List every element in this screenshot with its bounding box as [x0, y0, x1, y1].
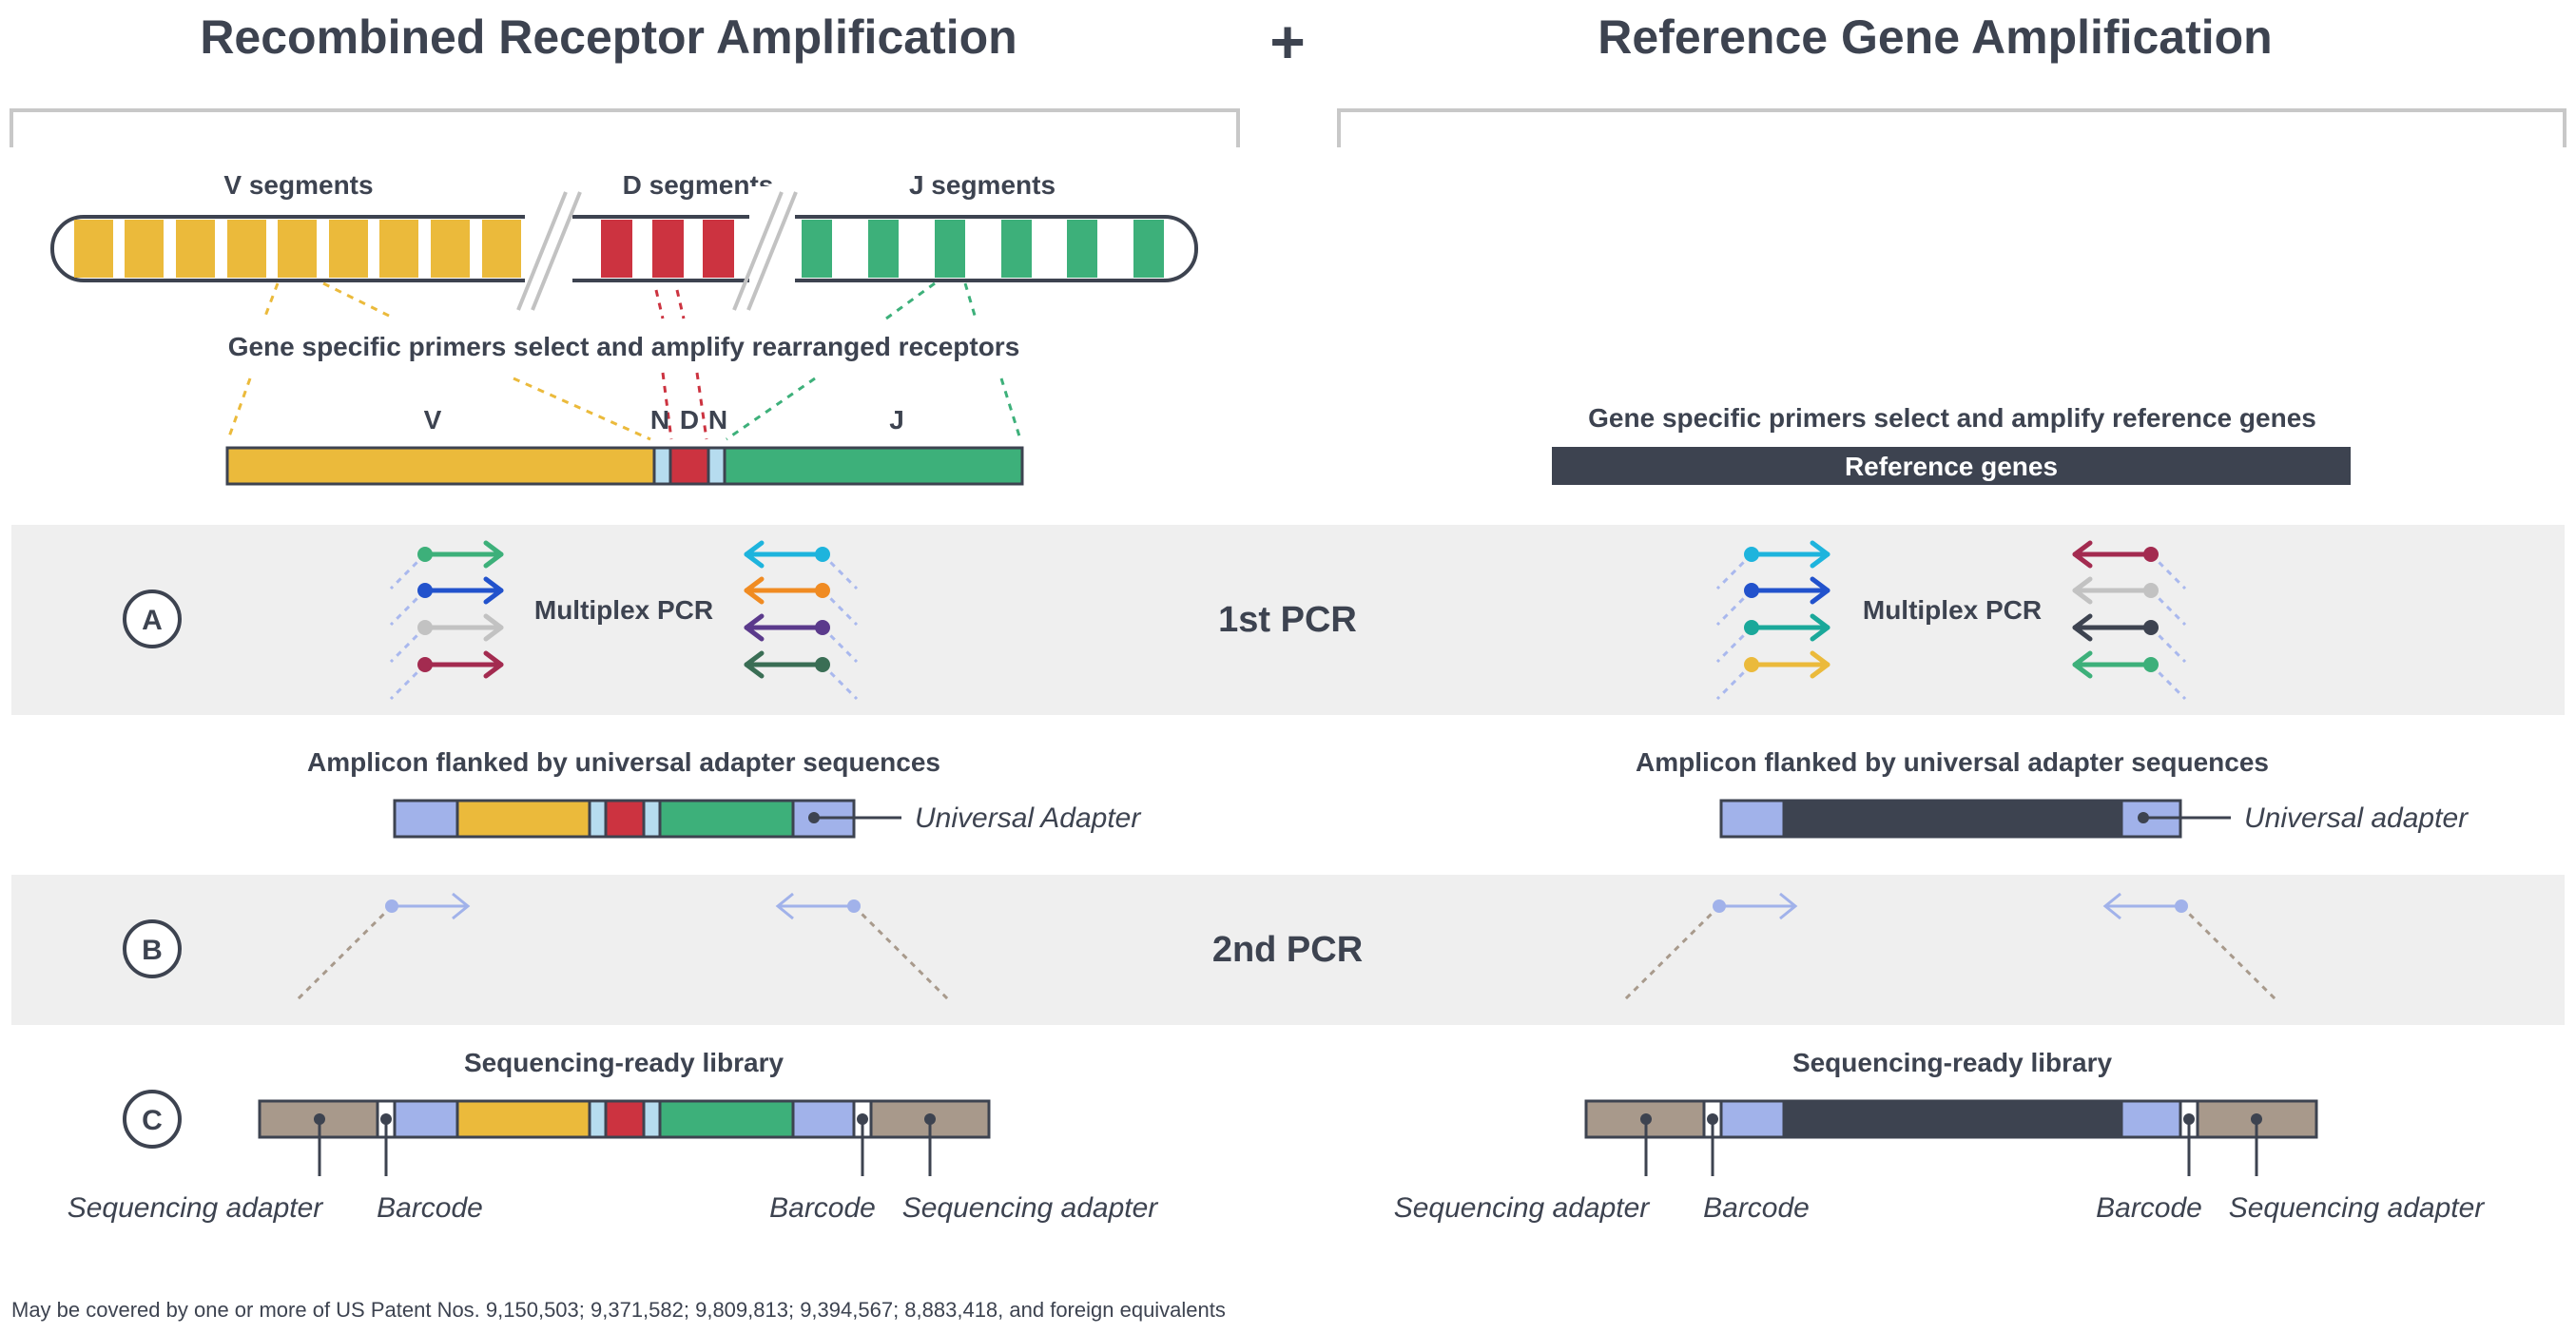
primer-arrow: [2072, 613, 2187, 664]
first-pcr-label: 1st PCR: [1218, 600, 1357, 640]
j-segment: [935, 220, 965, 278]
right-library-caption: Sequencing-ready library: [1792, 1048, 2113, 1077]
v-segment: [329, 220, 368, 278]
v-segment: [278, 220, 317, 278]
left-primer-caption: Gene specific primers select and amplify…: [228, 332, 1020, 361]
v-segment: [176, 220, 215, 278]
j-label: J: [889, 405, 904, 435]
j-segment: [1133, 220, 1164, 278]
primer-arrow: [389, 613, 504, 664]
primer-arrow: [2072, 540, 2187, 590]
primer-arrow: [1715, 540, 1830, 590]
v-segment: [482, 220, 521, 278]
primer-arrow: [1715, 650, 1830, 701]
j-segment: [802, 220, 832, 278]
rearranged-receptor: [225, 446, 1024, 486]
right-amplicon: [1719, 799, 2182, 839]
n2-label: N: [708, 405, 727, 435]
step-b-letter: B: [142, 935, 163, 966]
right-amplicon-caption: Amplicon flanked by universal adapter se…: [1636, 747, 2269, 777]
v-segment: [431, 220, 470, 278]
right-adapter-pointer: [2138, 812, 2231, 823]
primer-arrow: [389, 540, 504, 590]
left-universal-adapter-label: Universal Adapter: [915, 802, 1141, 834]
v-segments-label: V segments: [223, 170, 373, 200]
primer-arrow: [744, 650, 859, 701]
right-bracket: [1337, 108, 2566, 147]
right-library: [1584, 1099, 2318, 1139]
primer-arrow: [2072, 650, 2187, 701]
left-multiplex-label: Multiplex PCR: [534, 595, 713, 625]
v-segment: [125, 220, 164, 278]
j-segment: [1001, 220, 1032, 278]
primer-arrows: [389, 540, 2187, 701]
right-multiplex-label: Multiplex PCR: [1863, 595, 2042, 625]
right-title: Reference Gene Amplification: [1598, 10, 2272, 64]
d-segment: [703, 220, 734, 278]
d-segment: [652, 220, 684, 278]
left-library: [258, 1099, 991, 1139]
primer-arrow: [389, 576, 504, 627]
j-segment: [868, 220, 899, 278]
left-amplicon: [393, 799, 856, 839]
second-pcr-band: [11, 875, 2565, 1025]
step-b-badge: B: [123, 919, 182, 978]
locus-break: [516, 186, 582, 316]
right-barcode-label: Barcode: [1703, 1192, 1810, 1224]
right-library-pointers: [1640, 1113, 2262, 1176]
right-primer-caption: Gene specific primers select and amplify…: [1588, 403, 2316, 433]
v-segment: [379, 220, 418, 278]
rearrangement-guides: [226, 281, 1022, 441]
patent-footnote: May be covered by one or more of US Pate…: [11, 1298, 1226, 1322]
v-label: V: [424, 405, 442, 435]
primer-arrow: [744, 613, 859, 664]
plus-sign: +: [1269, 8, 1305, 76]
d-segment: [601, 220, 632, 278]
step-c-badge: C: [123, 1090, 182, 1149]
second-pcr-label: 2nd PCR: [1212, 930, 1363, 970]
left-adapter-pointer: [808, 812, 901, 823]
step-a-letter: A: [142, 605, 163, 636]
primer-arrow: [2072, 576, 2187, 627]
right-seq-adapter-right-label: Sequencing adapter: [2229, 1192, 2486, 1224]
right-seq-adapter-label: Sequencing adapter: [1394, 1192, 1651, 1224]
left-library-caption: Sequencing-ready library: [464, 1048, 784, 1077]
step-c-letter: C: [142, 1105, 163, 1136]
reference-genes-bar: [1552, 447, 2351, 485]
primer-arrow: [1715, 576, 1830, 627]
left-bracket: [10, 108, 1240, 147]
primer-arrow: [389, 650, 504, 701]
j-segments-label: J segments: [909, 170, 1056, 200]
d-label: D: [680, 405, 699, 435]
j-segment: [1067, 220, 1097, 278]
reference-genes-label: Reference genes: [1845, 452, 2058, 481]
primer-arrow: [744, 576, 859, 627]
left-barcode-label: Barcode: [377, 1192, 483, 1224]
left-seq-adapter-label: Sequencing adapter: [68, 1192, 324, 1224]
right-barcode-right-label: Barcode: [2096, 1192, 2202, 1224]
right-universal-adapter-label: Universal adapter: [2244, 802, 2469, 834]
left-library-pointers: [314, 1113, 936, 1176]
indexing-primers: [295, 892, 2278, 1002]
v-segment: [227, 220, 266, 278]
left-barcode-right-label: Barcode: [769, 1192, 876, 1224]
n1-label: N: [650, 405, 669, 435]
left-seq-adapter-right-label: Sequencing adapter: [902, 1192, 1159, 1224]
step-a-badge: A: [123, 590, 182, 648]
germline-locus: [50, 186, 1198, 316]
primer-arrow: [744, 540, 859, 590]
left-title: Recombined Receptor Amplification: [200, 10, 1017, 64]
primer-arrow: [1715, 613, 1830, 664]
d-segments-label: D segments: [623, 170, 774, 200]
v-segment: [74, 220, 113, 278]
locus-break: [732, 186, 798, 316]
left-amplicon-caption: Amplicon flanked by universal adapter se…: [307, 747, 940, 777]
